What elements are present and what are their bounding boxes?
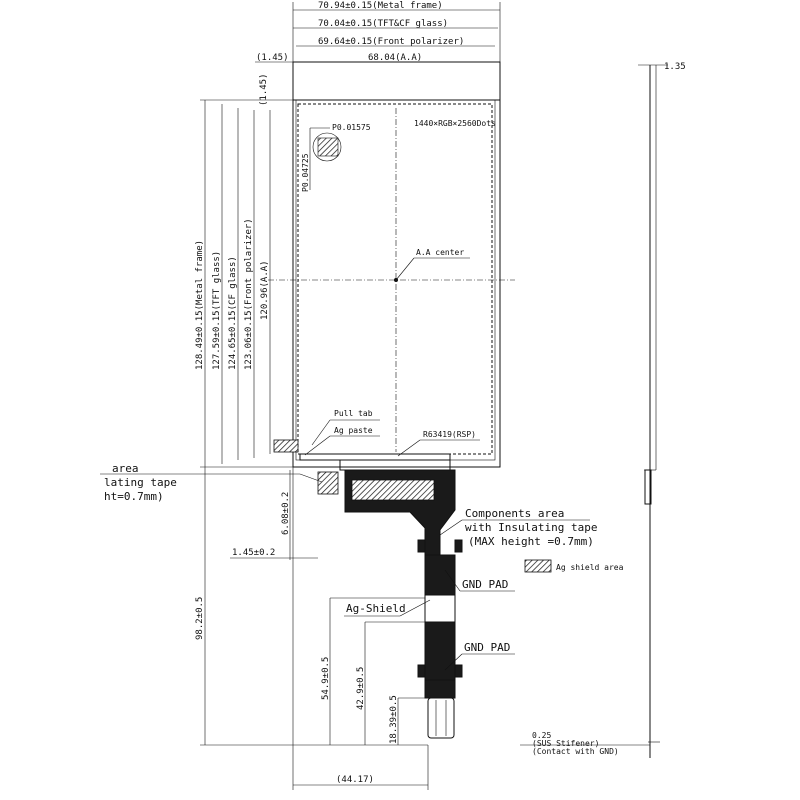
stiffener-thickness: 0.25 [532,731,551,740]
pixel-pitch-1: P0.01575 [332,123,371,132]
dim-total-fpc-length: 98.2±0.5 [195,597,205,640]
gnd-pad-label-b: GND PAD [464,641,510,654]
ag-paste-label: Ag paste [334,426,373,435]
pixel-pitch-2: P0.04725 [301,153,310,192]
dim-gnd-pad-1: 54.9±0.5 [321,657,331,700]
dim-polarizer-height: 123.06±0.15(Front polarizer) [244,218,254,370]
dim-bottom-width: (44.17) [336,775,374,785]
ag-shield-legend-swatch [524,559,552,573]
driver-ic-label: R63419(RSP) [423,430,476,439]
stiffener-note: (Contact with GND) [532,747,619,756]
components-area-line-2: with Insulating tape [465,521,597,534]
dim-tft-height: 127.59±0.15(TFT glass) [212,251,222,370]
pull-tab-label: Pull tab [334,409,373,418]
dim-connector: 18.39±0.5 [389,695,399,744]
side-thickness: 1.35 [664,62,686,72]
fpc-flex-cable [317,459,463,739]
dim-cf-height: 124.65±0.15(CF glass) [228,256,238,370]
resolution-label: 1440×RGB×2560Dots [414,119,496,128]
ag-shield-label: Ag-Shield [346,602,406,615]
dim-glass-width: 70.04±0.15(TFT&CF glass) [318,19,448,29]
left-note-line-3: ht=0.7mm) [104,490,164,503]
dim-left-offset-x: (1.45) [256,53,289,63]
side-view: 1.35 0.25 (SUS Stifener) (Contact with G… [520,62,686,758]
dim-metal-frame-width: 70.94±0.15(Metal frame) [318,1,443,11]
right-callouts: Components area with Insulating tape (MA… [344,507,624,671]
components-area-line-1: Components area [465,507,564,520]
left-note: area lating tape ht=0.7mm) [100,462,323,503]
dim-aa-width: 68.04(A.A) [368,53,422,63]
dim-aa-height: 120.96(A.A) [260,260,270,320]
left-note-line-2: lating tape [104,476,177,489]
left-note-line-1: area [112,462,139,475]
dim-fpc-left: 1.45±0.2 [232,548,275,558]
pixel-detail [309,127,342,190]
dim-fpc-offset: 6.08±0.2 [281,492,291,535]
aa-center-label: A.A center [416,248,464,257]
dim-gnd-pad-2: 42.9±0.5 [356,667,366,710]
dim-left-offset-y: (1.45) [259,73,269,106]
stiffener-label: (SUS Stifener) [532,739,599,748]
components-area-line-3: (MAX height =0.7mm) [468,535,594,548]
top-dimensions: 70.94±0.15(Metal frame) 70.04±0.15(TFT&C… [255,1,501,106]
lcd-panel: A.A center P0.01575 P0.04725 1440×RGB×25… [268,61,515,468]
left-dimensions: 128.49±0.15(Metal frame) 127.59±0.15(TFT… [195,99,429,790]
ag-shield-legend-label: Ag shield area [556,563,624,572]
gnd-pad-label-a: GND PAD [462,578,508,591]
dim-polarizer-width: 69.64±0.15(Front polarizer) [318,37,464,47]
dim-metal-frame-height: 128.49±0.15(Metal frame) [195,240,205,370]
